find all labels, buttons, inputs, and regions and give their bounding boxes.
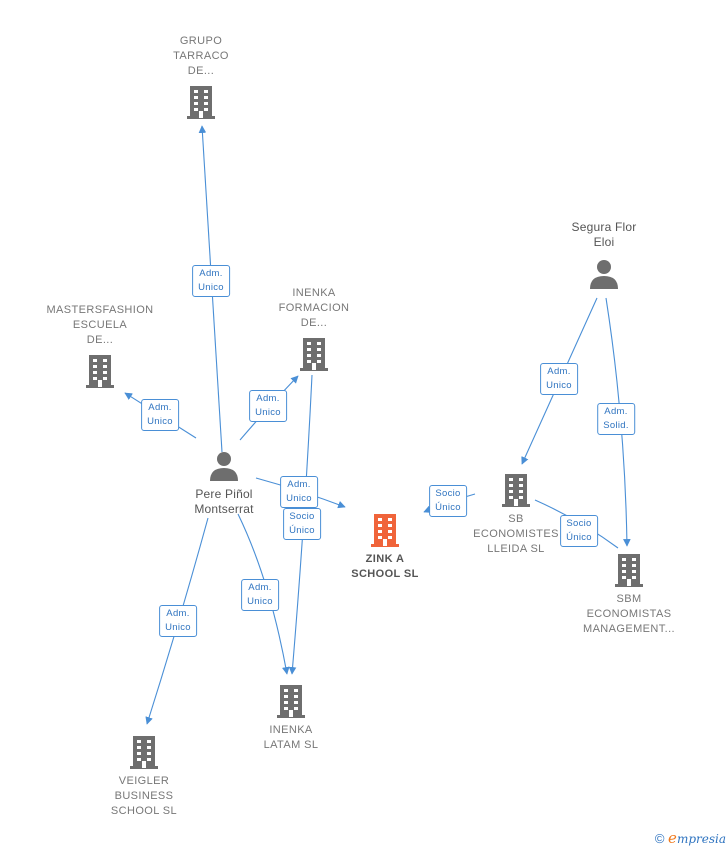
node-label: VEIGLER BUSINESS SCHOOL SL [110,775,178,817]
node-label: GRUPO TARRACO DE... [173,35,229,77]
edge-label-segura-sbm[interactable]: Adm. Solid. [597,403,635,435]
person-icon [209,450,239,482]
node-label: Segura Flor Eloi [571,220,637,249]
building-icon [369,512,401,548]
node-label: Pere Piñol Montserrat [194,487,254,516]
edge-label-sb-zink[interactable]: Socio Único [429,485,467,517]
building-icon [84,353,116,389]
edge-label-sb-sbm[interactable]: Socio Único [560,515,598,547]
building-icon [128,734,160,770]
edge-label-inenka-formacion-inenka-latam[interactable]: Socio Único [283,508,321,540]
node-label: INENKA LATAM SL [263,724,319,751]
building-icon [185,84,217,120]
edge-label-pere-veigler[interactable]: Adm. Unico [159,605,197,637]
building-icon [275,683,307,719]
brand-name: mpresia [676,832,726,846]
node-label: SBM ECONOMISTAS MANAGEMENT... [583,593,675,635]
edge-label-pere-zink[interactable]: Adm. Unico [280,476,318,508]
brand-logo: empresia [668,829,726,847]
building-icon [613,552,645,588]
building-icon [500,472,532,508]
node-label: INENKA FORMACION DE... [278,287,350,329]
edge-label-pere-grupo-tarraco[interactable]: Adm. Unico [192,265,230,297]
footer-brand: © empresia [655,829,726,847]
edge-label-pere-inenka-formacion[interactable]: Adm. Unico [249,390,287,422]
edge-label-segura-sb[interactable]: Adm. Unico [540,363,578,395]
edge-label-pere-mastersfashion[interactable]: Adm. Unico [141,399,179,431]
building-icon [298,336,330,372]
node-label: MASTERSFASHION ESCUELA DE... [46,304,154,346]
copyright-symbol: © [654,831,665,846]
person-icon [589,258,619,290]
node-label: SB ECONOMISTES LLEIDA SL [473,513,559,555]
brand-initial: e [668,829,677,847]
edge-label-pere-inenka-latam[interactable]: Adm. Unico [241,579,279,611]
node-label: ZINK A SCHOOL SL [351,553,419,580]
